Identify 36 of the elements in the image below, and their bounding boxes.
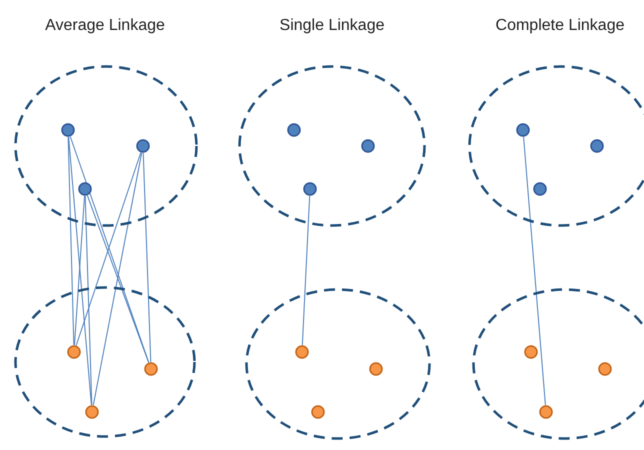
cluster-ellipse [245,288,431,440]
data-point [516,123,530,137]
linkage-line [142,152,152,362]
data-point [136,139,150,153]
data-point [295,345,309,359]
linkage-line [76,152,142,346]
linkage-line [68,136,74,346]
cluster-ellipse [14,286,196,438]
linkage-line [523,136,546,406]
data-point [303,182,317,196]
data-point [311,405,325,419]
linkage-line [92,152,142,406]
data-point [287,123,301,137]
data-point [78,182,92,196]
linkage-line [68,136,92,406]
linkage-line [86,195,150,363]
data-point [361,139,375,153]
data-point [524,345,538,359]
panel-title: Average Linkage [45,16,165,36]
panel-title: Complete Linkage [496,16,624,36]
data-point [144,362,158,376]
data-point [61,123,75,137]
linkage-line [84,196,92,406]
data-point [67,345,81,359]
data-point [533,182,547,196]
data-point [369,362,383,376]
linkage-line [74,195,86,346]
panel-title: Single Linkage [280,16,384,36]
cluster-ellipse [14,65,198,227]
linkage-line [302,196,310,346]
cluster-ellipse [238,65,426,227]
data-point [85,405,99,419]
data-point [539,405,553,419]
data-point [590,139,604,153]
linkage-line [70,136,150,363]
data-point [598,362,612,376]
